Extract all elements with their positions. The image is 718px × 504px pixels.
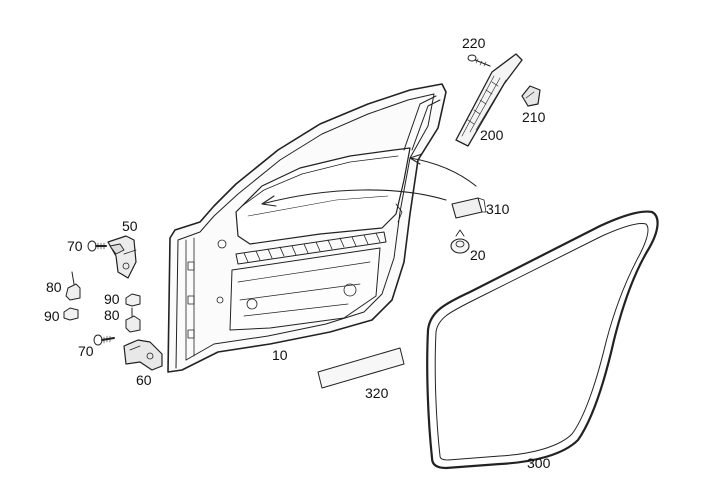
bolt-upper <box>87 240 107 252</box>
nut-center <box>125 293 141 307</box>
label-upper-hinge: 50 <box>122 218 138 234</box>
label-grommet: 20 <box>470 247 486 263</box>
hinge-pin-left <box>65 271 81 301</box>
label-trim-clip: 210 <box>522 109 546 125</box>
trim-screw <box>467 54 491 67</box>
trim-clip <box>521 85 541 107</box>
label-nut-left: 90 <box>44 308 60 324</box>
grommet <box>450 229 470 254</box>
label-window-trim: 200 <box>480 127 504 143</box>
door-shell <box>167 83 447 373</box>
upper-hinge <box>107 235 137 279</box>
foam-pad-arrows <box>261 153 477 207</box>
label-lower-hinge: 60 <box>136 372 152 388</box>
label-sound-pad: 320 <box>365 385 389 401</box>
bolt-lower <box>93 334 115 346</box>
label-bolt-lower: 70 <box>78 343 94 359</box>
label-door: 10 <box>272 347 288 363</box>
label-hinge-pin-center: 80 <box>104 307 120 323</box>
foam-pad <box>451 197 487 219</box>
hinge-pin-center <box>125 307 141 333</box>
nut-left <box>63 307 79 321</box>
label-foam-pad: 310 <box>486 201 510 217</box>
window-trim <box>455 53 523 147</box>
label-nut-center: 90 <box>104 291 120 307</box>
label-hinge-pin-left: 80 <box>46 279 62 295</box>
door-seal <box>426 210 659 470</box>
lower-hinge <box>123 339 163 371</box>
sound-pad <box>317 347 405 389</box>
label-door-seal: 300 <box>527 455 551 471</box>
label-trim-screw: 220 <box>462 35 486 51</box>
label-bolt-upper: 70 <box>67 238 83 254</box>
